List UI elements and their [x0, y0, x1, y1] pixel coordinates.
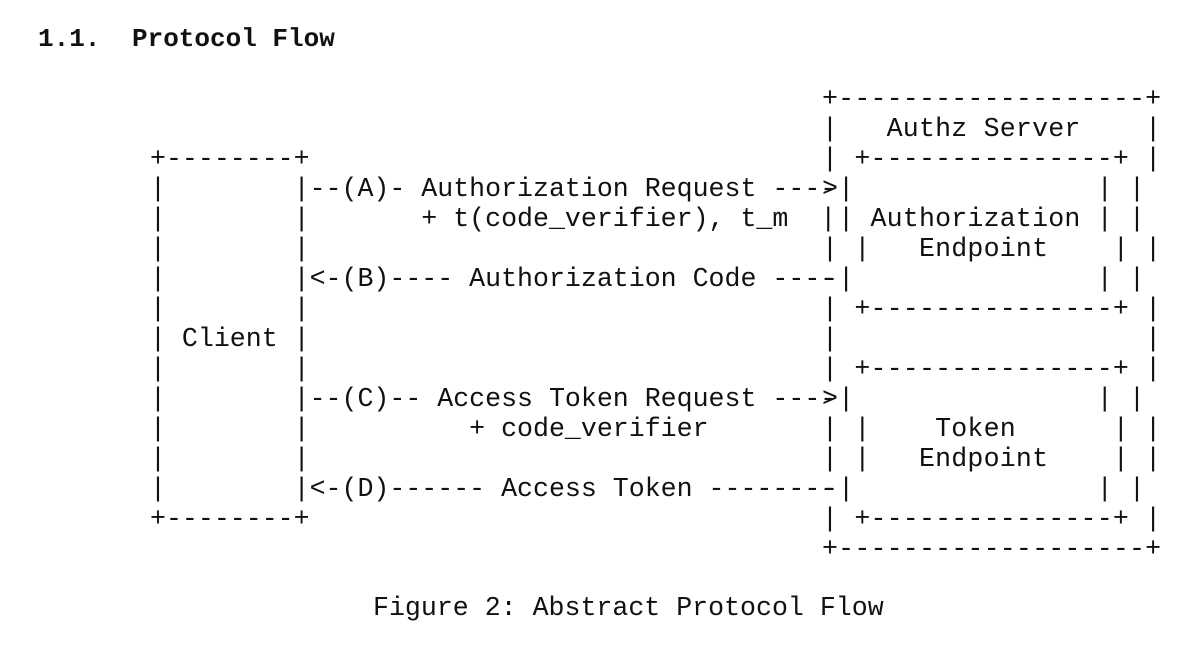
diagram-text: | |<-(D)------ Access Token --------	[150, 474, 837, 504]
diagram-text: | | Token | |	[822, 414, 1162, 444]
diagram-text: | |<-(B)---- Authorization Code ----	[150, 264, 837, 294]
diagram-text: -| | |	[822, 474, 1146, 504]
diagram-text: +-------------------+	[822, 534, 1162, 564]
diagram-text: | |--(C)-- Access Token Request ----	[150, 384, 837, 414]
diagram-text: | Client |	[150, 324, 310, 354]
diagram-text: >| | |	[822, 174, 1146, 204]
diagram-text: -| | |	[822, 264, 1146, 294]
diagram-text: | +---------------+ |	[822, 144, 1162, 174]
diagram-text: | Authz Server |	[822, 114, 1162, 144]
diagram-text: | | Endpoint | |	[822, 234, 1162, 264]
section-number: 1.1.	[38, 24, 101, 54]
diagram-text: | |	[150, 234, 310, 264]
diagram-text: | +---------------+ |	[822, 504, 1162, 534]
diagram-text: | Authorization | |	[822, 204, 1146, 234]
section-title: Protocol Flow	[132, 24, 335, 54]
diagram-text: | |--(A)- Authorization Request ----	[150, 174, 837, 204]
diagram-text: | +---------------+ |	[822, 354, 1162, 384]
diagram-text: | | Endpoint | |	[822, 444, 1162, 474]
diagram-text: | | + code_verifier	[150, 414, 709, 444]
diagram-text: | +---------------+ |	[822, 294, 1162, 324]
diagram-text: >| | |	[822, 384, 1146, 414]
diagram-text: | |	[150, 444, 310, 474]
diagram-text: | |	[822, 324, 1162, 354]
diagram-text: +-------------------+	[822, 84, 1162, 114]
diagram-text: | |	[150, 354, 310, 384]
figure-caption: Figure 2: Abstract Protocol Flow	[373, 593, 884, 623]
diagram-text: | |	[150, 294, 310, 324]
section-heading: 1.1. Protocol Flow	[38, 24, 335, 54]
diagram-text: | | + t(code_verifier), t_m |	[150, 204, 837, 234]
diagram-text: +--------+	[150, 144, 310, 174]
diagram-text: +--------+	[150, 504, 310, 534]
